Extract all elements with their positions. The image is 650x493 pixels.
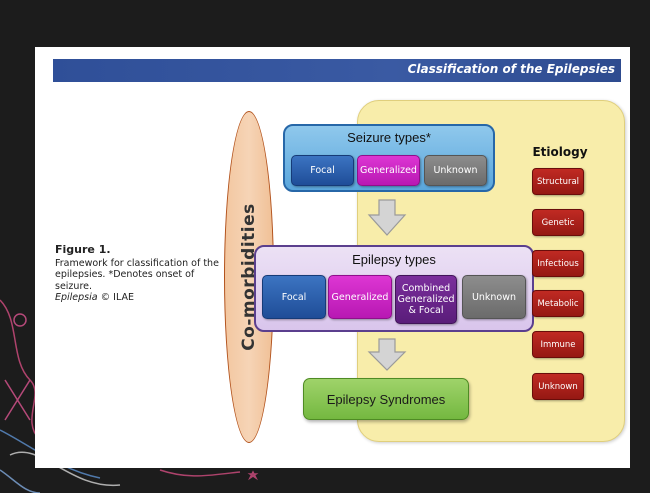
etiology-immune: Immune: [532, 331, 584, 358]
caption-credit: © ILAE: [97, 292, 134, 303]
epilepsy-focal-chip: Focal: [262, 275, 326, 319]
epilepsy-generalized-chip: Generalized: [328, 275, 392, 319]
seizure-unknown-chip: Unknown: [424, 155, 487, 186]
seizure-generalized-chip: Generalized: [357, 155, 420, 186]
etiology-genetic: Genetic: [532, 209, 584, 236]
caption-text: Framework for classification of the epil…: [55, 257, 219, 292]
epilepsy-syndromes-box: Epilepsy Syndromes: [303, 378, 469, 420]
etiology-unknown: Unknown: [532, 373, 584, 400]
epilepsy-types-box: Epilepsy types Focal Generalized Combine…: [254, 245, 534, 332]
etiology-title: Etiology: [532, 145, 588, 159]
etiology-infectious: Infectious: [532, 250, 584, 277]
down-arrow-icon: [367, 338, 407, 371]
epilepsy-combined-chip: Combined Generalized & Focal: [395, 275, 457, 324]
banner-title: Classification of the Epilepsies: [407, 62, 615, 76]
seizure-focal-chip: Focal: [291, 155, 354, 186]
down-arrow-icon: [367, 199, 407, 236]
title-banner: Classification of the Epilepsies: [53, 59, 621, 82]
seizure-types-title: Seizure types*: [347, 130, 431, 145]
epilepsy-types-title: Epilepsy types: [352, 252, 436, 267]
caption-journal: Epilepsia: [55, 292, 98, 303]
etiology-metabolic: Metabolic: [532, 290, 584, 317]
etiology-structural: Structural: [532, 168, 584, 195]
slide: Classification of the Epilepsies Figure …: [35, 47, 630, 468]
epilepsy-unknown-chip: Unknown: [462, 275, 526, 319]
figure-caption: Figure 1. Framework for classification o…: [55, 244, 220, 304]
figure-label: Figure 1.: [55, 243, 111, 256]
seizure-types-box: Seizure types* Focal Generalized Unknown: [283, 124, 495, 192]
